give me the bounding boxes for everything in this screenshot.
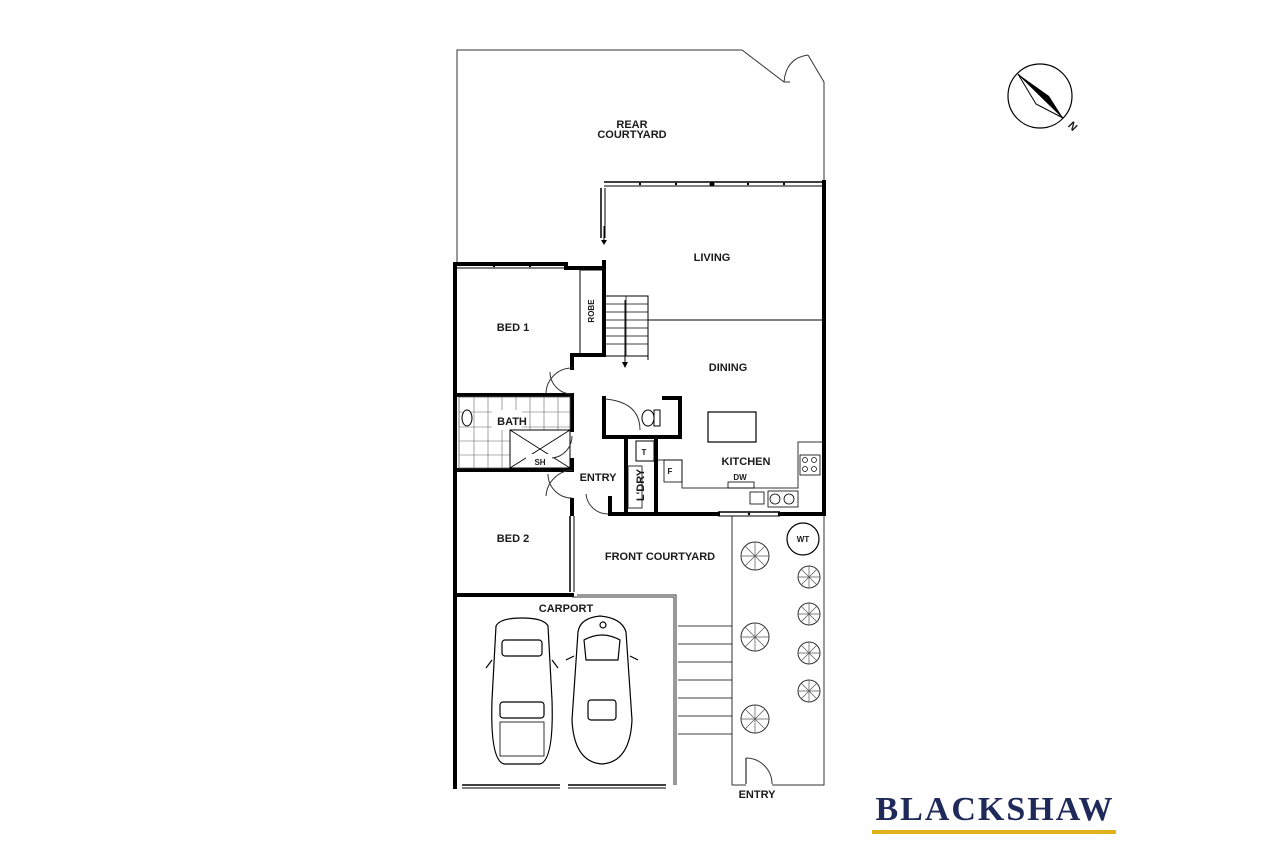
brand-accent-bar	[872, 830, 1116, 834]
kitchen-bench	[658, 411, 822, 508]
label-living: LIVING	[694, 252, 731, 264]
label-dining: DINING	[709, 362, 748, 374]
bed2-window	[569, 516, 575, 592]
doors	[545, 367, 773, 785]
label-fridge: F	[668, 467, 673, 476]
compass-north-label: N	[1065, 120, 1079, 134]
water-tank	[786, 522, 820, 556]
front-steps	[678, 625, 732, 735]
compass-icon	[1007, 63, 1073, 129]
car-left	[485, 617, 559, 765]
label-bed2: BED 2	[497, 533, 529, 545]
car-right	[565, 615, 639, 765]
label-laundry: L'DRY	[635, 468, 647, 501]
label-kitchen: KITCHEN	[722, 456, 771, 468]
carport	[453, 593, 675, 789]
kitchen-window	[718, 511, 780, 517]
label-street-entry: ENTRY	[739, 789, 777, 801]
stairs	[603, 295, 649, 368]
label-shower: SH	[534, 458, 545, 467]
label-toilet: T	[642, 448, 647, 457]
rear-window	[604, 181, 822, 187]
label-rear-courtyard-1: REAR	[616, 119, 647, 131]
bath-tiles	[458, 395, 571, 469]
label-water-tank: WT	[797, 535, 810, 544]
robe	[579, 269, 605, 356]
laundry-fixtures	[627, 440, 655, 509]
label-rear-courtyard-2: COURTYARD	[597, 129, 666, 141]
label-dishwasher: DW	[733, 473, 747, 482]
shrub-texture	[741, 542, 820, 733]
label-bed1: BED 1	[497, 322, 529, 334]
front-courtyard-boundary	[577, 516, 825, 786]
toilet-fixture	[604, 398, 661, 431]
label-carport: CARPORT	[539, 603, 594, 615]
label-robe: ROBE	[587, 299, 596, 323]
sliding-door	[600, 188, 607, 245]
shrubs	[740, 541, 821, 734]
label-front-courtyard: FRONT COURTYARD	[605, 551, 715, 563]
label-entry: ENTRY	[580, 472, 618, 484]
brand-logo: BLACKSHAW	[875, 791, 1115, 828]
label-bath: BATH	[497, 416, 527, 428]
rear-courtyard-boundary	[456, 49, 825, 263]
